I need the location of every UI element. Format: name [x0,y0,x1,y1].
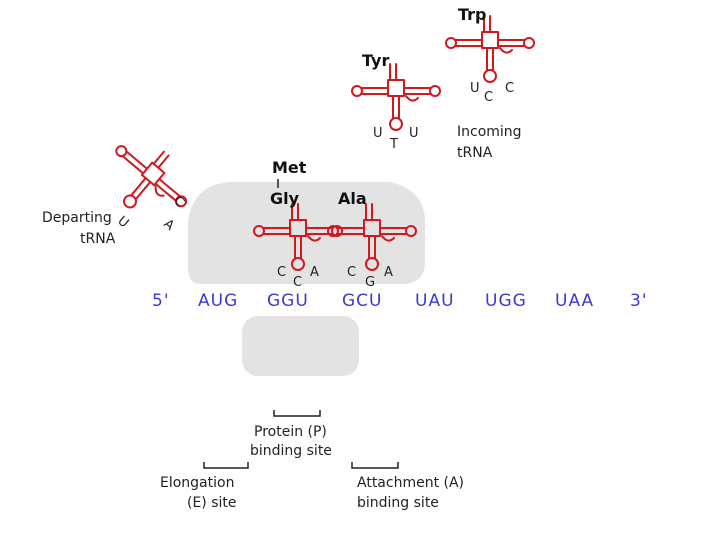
codon-6: UAA [555,291,594,311]
codon-2: GGU [267,291,309,311]
a-site-label-line1: Attachment (A) [357,475,464,491]
trp-trna: Trp U C C [445,5,535,105]
incoming-trna-label-line1: Incoming [457,124,522,140]
tyr-trna: Tyr U T U [351,51,441,152]
p-site-anticodon-2: C [293,275,302,290]
a-site-trna: Ala C G A [327,189,417,290]
trp-label: Trp [458,5,487,24]
met-label: Met [272,158,307,177]
p-site-bracket [273,410,321,417]
mrna-5-prime: 5' [152,291,170,311]
mrna-3-prime: 3' [630,291,648,311]
codon-1: AUG [198,291,238,311]
tyr-label: Tyr [362,51,389,70]
p-site-trna: Met Gly C C A [253,158,343,290]
ribosome-small-subunit [242,316,359,376]
p-site-anticodon-1: C [277,265,286,280]
p-site-label-line1: Protein (P) [254,424,327,440]
departing-anticodon-3: C [170,194,187,211]
codon-4: UAU [415,291,455,311]
codon-3: GCU [342,291,383,311]
departing-anticodon-1: U [114,214,131,232]
tyr-anticodon-1: U [373,126,383,141]
codon-5: UGG [485,291,527,311]
tyr-anticodon-3: U [409,126,419,141]
e-site-label-line2: (E) site [187,495,237,511]
trp-anticodon-2: C [484,90,493,105]
p-site-label-line2: binding site [250,443,332,459]
departing-anticodon-2: A [160,217,177,234]
p-site-anticodon-3: A [310,265,319,280]
a-site-label-line2: binding site [357,495,439,511]
mrna-strand: 5' AUG GGU GCU UAU UGG UAA 3' [152,291,648,311]
a-site-anticodon-3: A [384,265,393,280]
departing-trna-label-line1: Departing [42,210,112,226]
departing-trna-label-line2: tRNA [80,231,116,247]
e-site-bracket [203,462,249,469]
trp-anticodon-1: U [470,81,480,96]
gly-label: Gly [270,189,300,208]
e-site-label-line1: Elongation [160,475,234,491]
trp-anticodon-3: C [505,81,514,96]
tyr-anticodon-2: T [389,137,398,152]
incoming-trna-label-line2: tRNA [457,145,493,161]
a-site-anticodon-2: G [365,275,375,290]
a-site-bracket [351,462,399,469]
a-site-anticodon-1: C [347,265,356,280]
ala-label: Ala [338,189,367,208]
